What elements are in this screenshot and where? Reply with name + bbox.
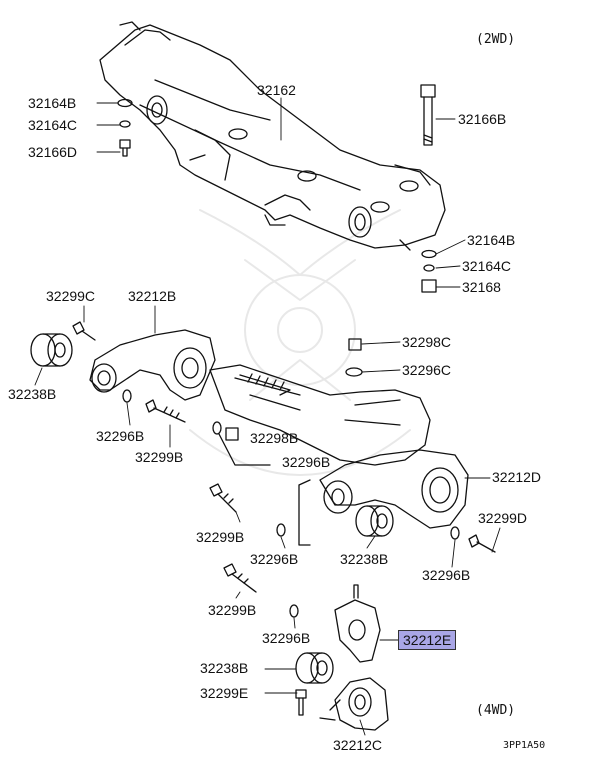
- bushing-32238b-left: [30, 333, 73, 367]
- nut-32168: [421, 279, 437, 293]
- part-label-32298c[interactable]: 32298C: [402, 334, 452, 350]
- part-label-32299d[interactable]: 32299D: [478, 510, 528, 526]
- bolt-32299d: [468, 534, 496, 553]
- part-label-32299b-a[interactable]: 32299B: [135, 449, 184, 465]
- washer-32164b-right: [421, 249, 437, 259]
- part-label-32164b-top[interactable]: 32164B: [28, 95, 77, 111]
- washer-32296b-b: [212, 421, 222, 435]
- part-label-32162[interactable]: 32162: [257, 82, 296, 98]
- arm-32212d: [319, 449, 469, 529]
- bolt-32299b-a: [145, 399, 186, 423]
- part-label-32296c[interactable]: 32296C: [402, 362, 452, 378]
- part-label-32296b-a[interactable]: 32296B: [96, 428, 145, 444]
- part-label-32164c-right[interactable]: 32164C: [462, 258, 512, 274]
- crossmember-32162: [99, 21, 446, 251]
- part-label-32299b-b[interactable]: 32299B: [196, 529, 245, 545]
- washer-32164c-right: [423, 264, 435, 272]
- part-label-32164c-top[interactable]: 32164C: [28, 117, 78, 133]
- watermark-emblem-icon: [189, 209, 411, 476]
- nut-32298c: [348, 338, 362, 351]
- bracket-32212c: [319, 677, 389, 731]
- bracket-lines: [298, 479, 311, 546]
- part-label-32212d[interactable]: 32212D: [492, 469, 542, 485]
- part-label-32299e[interactable]: 32299E: [200, 685, 249, 701]
- figure-code: 3PP1A50: [503, 740, 546, 751]
- washer-32296b-e: [289, 604, 299, 618]
- bushing-32238b-mid: [355, 505, 394, 537]
- part-label-32298b[interactable]: 32298B: [250, 430, 299, 446]
- bushing-32238b-bottom: [295, 652, 334, 684]
- washer-32296b-a: [122, 389, 132, 403]
- part-label-32212b[interactable]: 32212B: [128, 288, 177, 304]
- washer-32164c-top: [119, 120, 131, 128]
- part-label-32296b-c[interactable]: 32296B: [250, 551, 299, 567]
- part-label-32166b[interactable]: 32166B: [458, 111, 507, 127]
- part-label-32212c[interactable]: 32212C: [333, 737, 383, 753]
- part-label-32238b-mid[interactable]: 32238B: [340, 551, 389, 567]
- part-label-32238b-bottom[interactable]: 32238B: [200, 660, 249, 676]
- leader-32296b: [218, 433, 271, 466]
- arm-32212b: [89, 329, 216, 401]
- part-label-32299b-c[interactable]: 32299B: [208, 602, 257, 618]
- bracket-32212e: [334, 584, 381, 663]
- part-label-32299c[interactable]: 32299C: [46, 288, 96, 304]
- washer-32296b-d: [276, 523, 286, 537]
- leader-lines: [34, 97, 501, 736]
- bolt-32299c: [72, 321, 96, 341]
- part-label-32296b-b[interactable]: 32296B: [282, 454, 331, 470]
- variant-4wd-label: (4WD): [476, 703, 516, 718]
- bolt-32166d: [119, 139, 131, 157]
- part-label-32212e-highlighted[interactable]: 32212E: [398, 630, 457, 650]
- bolt-32166b: [420, 84, 436, 146]
- part-label-32166d[interactable]: 32166D: [28, 144, 78, 160]
- bolt-32299b-b: [209, 483, 237, 513]
- part-label-32164b-right[interactable]: 32164B: [467, 232, 516, 248]
- nut-32298b: [225, 427, 239, 441]
- variant-2wd-label: (2WD): [476, 32, 516, 47]
- rear-member-body: [209, 364, 431, 466]
- washer-32296b-c: [450, 526, 460, 540]
- washer-32296c: [345, 367, 363, 377]
- part-label-32296b-d[interactable]: 32296B: [422, 567, 471, 583]
- drive-shaft: [234, 373, 301, 396]
- part-label-32296b-e[interactable]: 32296B: [262, 630, 311, 646]
- part-label-32238b-left[interactable]: 32238B: [8, 386, 57, 402]
- bolt-32299b-c: [223, 563, 257, 593]
- part-label-32168[interactable]: 32168: [462, 279, 501, 295]
- bolt-32299e: [295, 689, 307, 716]
